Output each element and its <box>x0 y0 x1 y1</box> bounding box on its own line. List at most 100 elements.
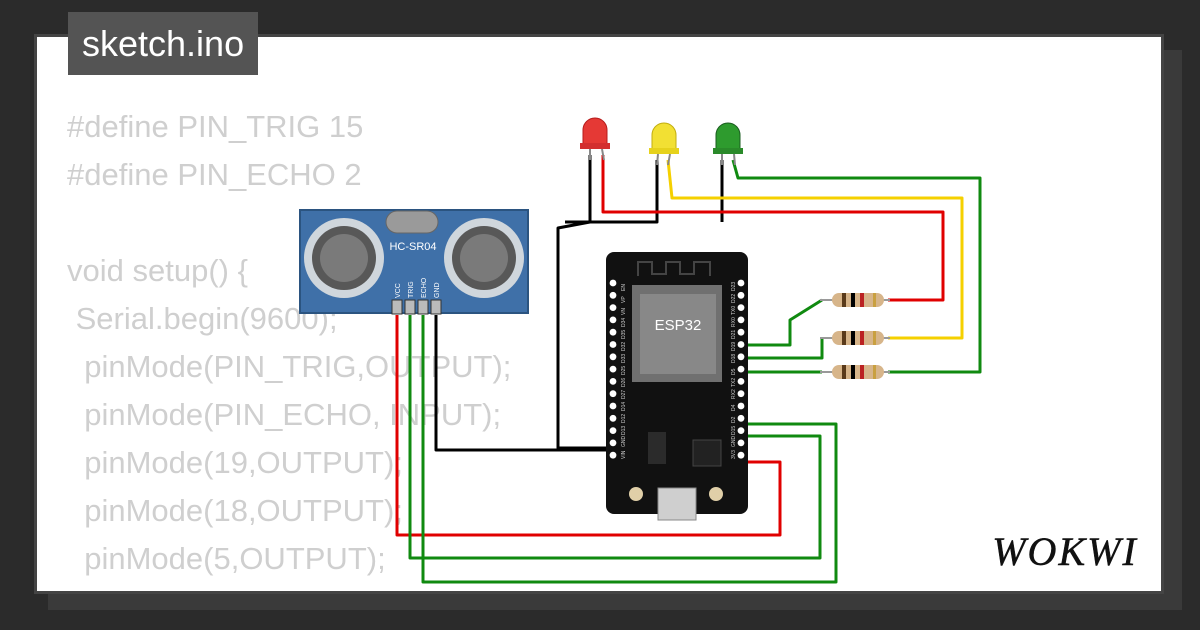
board-pin-label: D13 <box>621 426 627 435</box>
wire-res1-board <box>740 298 823 347</box>
board-pin-hole <box>609 341 617 348</box>
board-antenna <box>637 261 711 276</box>
board-pin-label: GND <box>621 436 627 448</box>
board-pin-label: D14 <box>621 402 627 411</box>
board-pin-hole <box>737 353 745 361</box>
wire-yellow-led <box>666 159 964 340</box>
board-pin-hole <box>609 365 617 373</box>
code-line: pinMode(18,OUTPUT); <box>67 493 403 528</box>
board-module-chip <box>640 294 716 374</box>
wire-gnd-leds <box>556 155 612 450</box>
board-pin-hole <box>737 378 745 385</box>
code-line: void setup() { <box>67 253 248 288</box>
board-pin-hole <box>737 279 745 287</box>
wire-sensor-vcc <box>395 315 782 537</box>
board-pin-hole <box>609 439 617 447</box>
board-pin-hole <box>737 390 745 398</box>
board-pin-hole <box>609 353 617 361</box>
board-pin-label: D21 <box>731 330 737 339</box>
board-pin-hole <box>737 402 745 410</box>
wires <box>395 155 982 584</box>
sensor-crystal <box>385 210 439 234</box>
board-pin-hole <box>737 365 745 373</box>
board-pin-label: D22 <box>731 294 737 303</box>
board-pin-label: D25 <box>621 366 627 375</box>
board-pin-label: D2 <box>731 416 737 423</box>
board-pin-hole <box>609 378 617 385</box>
board-left-pin-holes <box>609 279 617 459</box>
board-pin-hole <box>737 316 745 324</box>
wire-gnd-yellow <box>565 160 659 224</box>
board-pin-label: D26 <box>621 378 627 387</box>
sensor-pin-label: GND <box>434 282 441 298</box>
wire-green-led <box>731 159 982 374</box>
board-pin-label: VN <box>621 308 627 315</box>
board-pin-label: VP <box>621 296 627 303</box>
board-pin-label: TX2 <box>731 378 737 387</box>
sensor-pin-label: VCC <box>395 283 402 298</box>
wire-sensor-gnd <box>434 315 612 452</box>
wire-sensor-trig <box>408 315 822 560</box>
board-pin-hole <box>737 328 745 336</box>
board-pin-label: D18 <box>731 354 737 363</box>
board-pin-hole <box>737 414 745 422</box>
board-usb-chip <box>692 439 722 467</box>
board-right-pin-labels: D23 D22 TX0 RX0 D21 D19 D18 D5 TX2 RX2 D… <box>731 282 737 459</box>
board-pin-hole <box>737 291 745 299</box>
sensor-transducer-left <box>304 218 384 298</box>
board-pin-hole <box>737 304 745 311</box>
board-pin-label: RX0 <box>731 317 737 327</box>
esp32-board[interactable]: ESP32 EN VP VN D34 D35 D32 D33 D25 D26 D… <box>606 252 748 521</box>
board-pin-label: D33 <box>621 354 627 363</box>
board-pin-hole <box>609 414 617 422</box>
ultrasonic-sensor[interactable]: HC-SR04 VCC TRIG ECHO GND <box>299 209 529 315</box>
board-pin-label: D4 <box>731 404 737 411</box>
led-red[interactable] <box>580 117 610 161</box>
resistor[interactable] <box>820 365 890 379</box>
board-pin-hole <box>609 328 617 336</box>
board-pin-label: EN <box>621 284 627 291</box>
code-line: pinMode(5,OUTPUT); <box>67 541 386 576</box>
wire-res2-board <box>740 338 824 360</box>
board-pin-hole <box>609 304 617 311</box>
sensor-pin-label: TRIG <box>408 281 415 298</box>
code-preview: #define PIN_TRIG 15 #define PIN_ECHO 2 v… <box>67 103 512 591</box>
board-usb-port <box>657 487 697 521</box>
sensor-header-pins <box>391 299 442 315</box>
board-pin-label: VIN <box>621 450 627 459</box>
board-pin-label: D35 <box>621 330 627 339</box>
wire-sensor-echo <box>421 315 838 584</box>
board-pin-hole <box>737 439 745 447</box>
resistor[interactable] <box>820 293 890 307</box>
sensor-pin-label: ECHO <box>421 277 428 298</box>
board-pin-label: D12 <box>621 414 627 423</box>
file-name-tab: sketch.ino <box>68 12 259 75</box>
wire-red-led <box>601 155 945 302</box>
led-green[interactable] <box>713 122 743 166</box>
board-pin-label: RX2 <box>731 389 737 399</box>
code-line: #define PIN_ECHO 2 <box>67 157 362 192</box>
code-line: pinMode(PIN_ECHO, INPUT); <box>67 397 502 432</box>
board-pin-label: D5 <box>731 368 737 375</box>
code-line: Serial.begin(9600); <box>67 301 338 336</box>
board-pin-hole <box>609 316 617 324</box>
board-pin-label: 3V3 <box>731 450 737 459</box>
wokwi-logo: WOKWI <box>992 529 1136 575</box>
board-pin-hole <box>609 291 617 299</box>
resistor[interactable] <box>820 331 890 345</box>
board-pin-label: D27 <box>621 390 627 399</box>
board-pin-hole <box>609 451 617 459</box>
board-button <box>709 487 723 501</box>
sensor-transducer-right <box>444 218 524 298</box>
code-line: #define PIN_TRIG 15 <box>67 109 364 144</box>
board-pin-hole <box>609 402 617 410</box>
board-pin-label: TX0 <box>731 306 737 315</box>
code-line: pinMode(PIN_TRIG,OUTPUT); <box>67 349 512 384</box>
board-pin-hole <box>737 427 745 434</box>
board-pin-hole <box>737 451 745 459</box>
board-pin-label: D19 <box>731 342 737 351</box>
board-left-pin-labels: EN VP VN D34 D35 D32 D33 D25 D26 D27 D14… <box>621 284 627 459</box>
code-line: pinMode(19,OUTPUT); <box>67 445 403 480</box>
led-yellow[interactable] <box>649 122 679 166</box>
